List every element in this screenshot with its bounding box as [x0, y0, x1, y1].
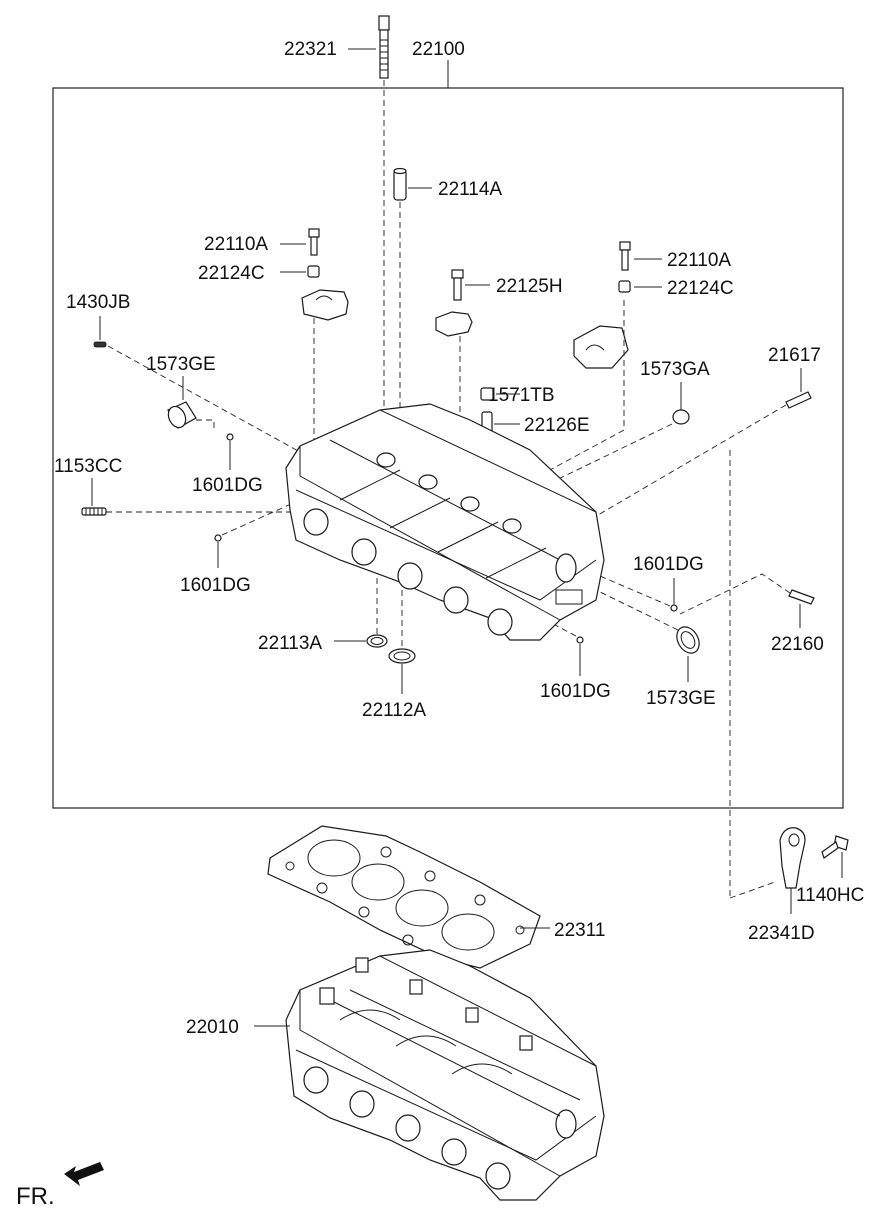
- label-22124C-left[interactable]: 22124C: [198, 263, 265, 284]
- washer-22124C-left: [307, 265, 320, 278]
- seal-22113A: [366, 634, 388, 648]
- label-1601DG-a[interactable]: 1601DG: [192, 475, 263, 496]
- label-22114A[interactable]: 22114A: [438, 179, 502, 200]
- bolt-22321: [378, 15, 390, 79]
- label-1601DG-d[interactable]: 1601DG: [540, 681, 611, 702]
- plug-1601DG-c: [670, 604, 678, 612]
- label-1601DG-b[interactable]: 1601DG: [180, 575, 251, 596]
- front-arrow-icon: [64, 1162, 104, 1186]
- label-22311[interactable]: 22311: [554, 920, 605, 941]
- bracket-22341D: [779, 827, 806, 889]
- plug-1601DG-d: [576, 636, 584, 644]
- label-21617[interactable]: 21617: [768, 345, 821, 366]
- label-22125H[interactable]: 22125H: [496, 276, 563, 297]
- stud-1153CC: [81, 507, 107, 516]
- cylinder-head-22010: [285, 949, 605, 1201]
- bolt-22125H: [451, 269, 464, 301]
- label-1573GE-top[interactable]: 1573GE: [146, 354, 216, 375]
- label-1153CC[interactable]: 1153CC: [54, 456, 122, 477]
- stud-22160: [788, 589, 815, 605]
- label-1571TB[interactable]: 1571TB: [488, 385, 555, 406]
- washer-22124C-right: [618, 280, 631, 293]
- plug-1573GA: [672, 409, 690, 425]
- label-22112A[interactable]: 22112A: [362, 700, 426, 721]
- pin-1430JB: [93, 341, 107, 348]
- bearing-cap-left: [301, 289, 349, 321]
- bolt-22110A-left: [308, 228, 320, 256]
- front-label: FR.: [16, 1183, 55, 1210]
- label-22010[interactable]: 22010: [186, 1017, 239, 1038]
- label-1601DG-c[interactable]: 1601DG: [633, 554, 704, 575]
- plug-1601DG-a: [226, 433, 234, 441]
- bearing-cap-right: [573, 325, 629, 369]
- label-22341D[interactable]: 22341D: [748, 923, 815, 944]
- label-22110A-right[interactable]: 22110A: [667, 250, 731, 271]
- label-22126E[interactable]: 22126E: [524, 415, 590, 436]
- bolt-22110A-right: [619, 241, 631, 271]
- plug-1573GE-top: [167, 401, 197, 429]
- plug-1573GE-bottom: [676, 626, 700, 654]
- label-22160[interactable]: 22160: [771, 634, 824, 655]
- label-1140HC[interactable]: 1140HC: [796, 885, 864, 906]
- bearing-cap-center: [435, 311, 473, 337]
- head-gasket-22311: [267, 825, 541, 969]
- dowel-22114A: [393, 167, 407, 201]
- label-22110A-left[interactable]: 22110A: [204, 234, 268, 255]
- label-1573GE-bottom[interactable]: 1573GE: [646, 688, 716, 709]
- label-22124C-right[interactable]: 22124C: [667, 278, 734, 299]
- stud-21617: [785, 391, 812, 409]
- label-22321[interactable]: 22321: [284, 39, 337, 60]
- label-1430JB[interactable]: 1430JB: [66, 292, 130, 313]
- plug-1601DG-b: [214, 534, 222, 542]
- plug-1571TB: [480, 387, 494, 401]
- bolt-1140HC: [821, 835, 849, 859]
- label-22100[interactable]: 22100: [412, 39, 465, 60]
- seal-22112A: [388, 648, 416, 664]
- cylinder-head-assembly: [285, 403, 605, 641]
- label-1573GA[interactable]: 1573GA: [640, 359, 710, 380]
- label-22113A[interactable]: 22113A: [258, 633, 322, 654]
